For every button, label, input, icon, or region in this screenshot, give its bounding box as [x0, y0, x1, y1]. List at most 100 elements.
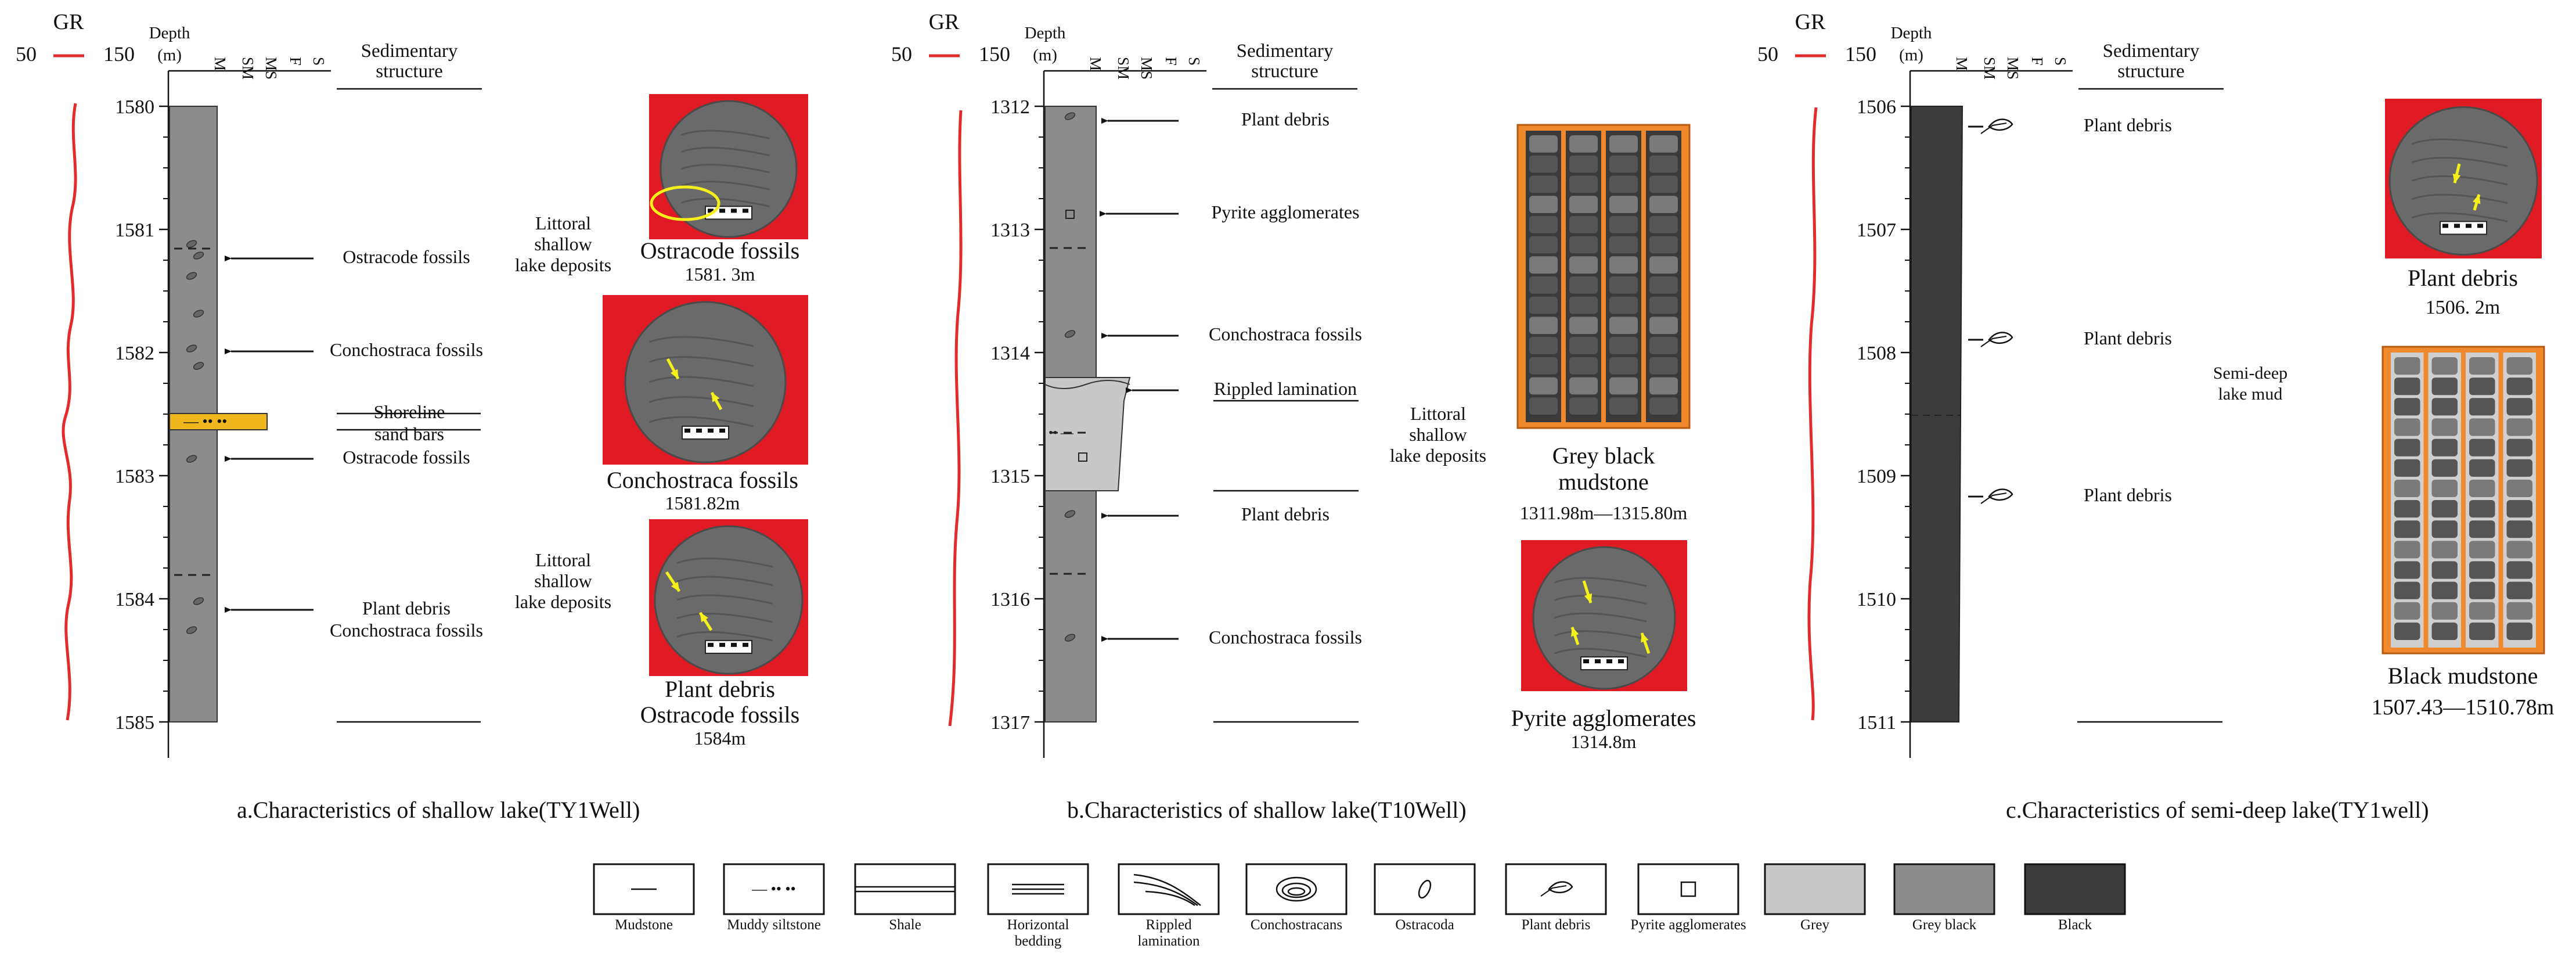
- legend-label: Shale: [889, 917, 921, 933]
- core-piece: [2506, 418, 2532, 436]
- legend-item-plant-debris: Plant debris: [1505, 863, 1607, 933]
- core-piece: [2506, 378, 2532, 396]
- core-piece: [2469, 479, 2495, 497]
- depth-tick-label: 1317: [990, 712, 1030, 734]
- sedimentary-label: Sedimentary: [1237, 41, 1334, 62]
- core-piece: [2394, 398, 2420, 416]
- core-piece: [2506, 500, 2532, 518]
- photo-arrow: [665, 571, 681, 592]
- core-texture: [2411, 175, 2508, 186]
- depth-tick-label: 1583: [115, 466, 154, 487]
- environment-label: shallow: [534, 233, 592, 254]
- core-piece: [2431, 581, 2458, 599]
- environment-label: lake deposits: [1390, 445, 1486, 466]
- core-texture: [676, 631, 773, 642]
- scale-tick: [2454, 224, 2460, 228]
- core-texture: [2411, 157, 2508, 167]
- core-piece: [2506, 581, 2532, 599]
- core-piece: [2469, 438, 2495, 456]
- core-piece: [1609, 317, 1638, 335]
- depth-unit: (m): [1899, 46, 1923, 64]
- plant-debris-icon: [1980, 118, 2013, 134]
- legend-item-black: Black: [2024, 863, 2126, 933]
- core-texture: [680, 146, 770, 157]
- core-piece: [1529, 377, 1558, 395]
- core-piece: [2394, 500, 2420, 518]
- annotation-plant: Plant debris: [2084, 484, 2172, 505]
- core-piece: [1569, 256, 1598, 274]
- gr-min: 50: [891, 42, 912, 66]
- core-piece: [2431, 459, 2458, 477]
- core-piece: [2394, 418, 2420, 436]
- rippled-lamination-icon: [1133, 881, 1198, 907]
- core-piece: [2469, 581, 2495, 599]
- core-piece: [1569, 337, 1598, 354]
- panel-caption: c.Characteristics of semi-deep lake(TY1w…: [2006, 797, 2429, 823]
- core-piece: [2506, 357, 2532, 375]
- depth-tick-label: 1316: [990, 589, 1030, 610]
- photo-arrow: [666, 358, 680, 380]
- photo-core-box-grey-black: [1516, 124, 1691, 429]
- core-piece: [2394, 357, 2420, 375]
- photo-conchostraca: [603, 295, 808, 465]
- environment-label: lake mud: [2218, 384, 2283, 404]
- core-piece: [1649, 276, 1678, 294]
- photo-arrow: [710, 391, 723, 411]
- core-disc: [654, 525, 804, 675]
- core-texture: [1554, 648, 1647, 658]
- photo-arrow: [1582, 580, 1593, 603]
- core-piece: [1529, 276, 1558, 294]
- photo-depth: 1581. 3m: [685, 264, 755, 285]
- fossil-icon: [186, 240, 197, 248]
- grain-size-label: MS: [1138, 57, 1155, 80]
- legend-swatch: [1245, 863, 1348, 915]
- core-piece: [1649, 377, 1678, 395]
- scale-tick: [1606, 659, 1612, 664]
- core-piece: [2469, 520, 2495, 538]
- core-piece: [1529, 155, 1558, 173]
- core-piece: [2469, 622, 2495, 640]
- conchostracans-icon: [1276, 876, 1317, 902]
- core-piece: [2469, 602, 2495, 620]
- depth-label: Depth: [1025, 24, 1066, 42]
- environment-label: shallow: [1409, 424, 1467, 445]
- core-piece: [2469, 398, 2495, 416]
- core-texture: [648, 376, 754, 387]
- core-texture: [676, 613, 773, 623]
- core-piece: [1529, 317, 1558, 335]
- core-piece: [2469, 459, 2495, 477]
- grain-size-label: M: [1953, 57, 1970, 71]
- core-piece: [1529, 357, 1558, 375]
- depth-tick-label: 1511: [1857, 712, 1896, 734]
- core-piece: [2394, 541, 2420, 559]
- annotation-conchostraca: Conchostraca fossils: [330, 620, 483, 641]
- photo-arrow: [2452, 163, 2461, 184]
- highlight-ellipse: [650, 185, 720, 221]
- ripple-line: [1044, 380, 1130, 389]
- annotation-conchostraca: Conchostraca fossils: [1209, 627, 1362, 648]
- legend-label: Pyrite agglomerates: [1630, 917, 1746, 933]
- core-piece: [2506, 561, 2532, 579]
- fossil-icon: [193, 597, 204, 605]
- core-disc: [2388, 106, 2538, 256]
- core-piece: [2431, 398, 2458, 416]
- core-piece: [2394, 561, 2420, 579]
- core-piece: [1569, 236, 1598, 254]
- ostracoda-icon: [1418, 879, 1432, 899]
- grain-size-label: MS: [2004, 57, 2022, 80]
- core-piece: [1609, 337, 1638, 354]
- grain-size-label: M: [211, 57, 229, 71]
- scale-tick: [1583, 659, 1589, 664]
- core-piece: [1649, 296, 1678, 314]
- grain-size-label: F: [1162, 57, 1180, 66]
- core-piece: [2469, 418, 2495, 436]
- scale-tick: [708, 642, 714, 647]
- core-piece: [2431, 438, 2458, 456]
- fossil-icon: [193, 310, 204, 318]
- grain-size-label: F: [2029, 57, 2046, 66]
- annotation-shoreline: Shoreline: [374, 401, 445, 422]
- scale-tick: [731, 209, 737, 213]
